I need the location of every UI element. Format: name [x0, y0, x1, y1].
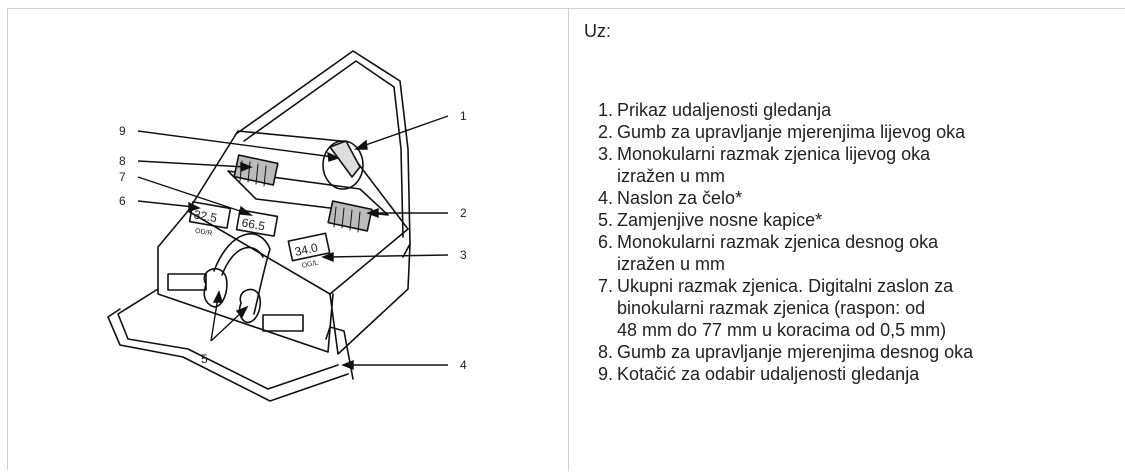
left-eye-display: 34.0 — [293, 240, 319, 259]
forehead-rest — [235, 50, 411, 258]
legend-cell: Uz: 1.Prikaz udaljenosti gledanja 2.Gumb… — [570, 9, 1125, 471]
callout-7: 7 — [119, 170, 126, 184]
legend-item: 4.Naslon za čelo* — [597, 188, 743, 208]
left-eye-display-label: OG/L — [301, 259, 319, 269]
legend-item: 3.Monokularni razmak zjenica lijevog oka… — [597, 144, 931, 186]
total-distance-display: 66.5 — [241, 215, 267, 233]
legend-item: 2.Gumb za upravljanje mjerenjima lijevog… — [597, 122, 966, 142]
content-table: 32.5 OD/R 66.5 34.0 OG/L — [7, 8, 1125, 471]
nose-cap-right — [203, 267, 228, 308]
device-body — [187, 130, 409, 295]
legend-item: 6.Monokularni razmak zjenica desnog oka … — [597, 232, 939, 274]
callout-5: 5 — [201, 352, 208, 366]
distance-dial — [322, 140, 364, 190]
legend-item: 5.Zamjenjive nosne kapice* — [597, 210, 823, 230]
legend-list: 1.Prikaz udaljenosti gledanja 2.Gumb za … — [583, 99, 973, 385]
pupillometer-illustration: 32.5 OD/R 66.5 34.0 OG/L — [107, 50, 467, 402]
legend-item: 7.Ukupni razmak zjenica. Digitalni zaslo… — [597, 276, 954, 340]
callout-8: 8 — [119, 154, 126, 168]
callout-4: 4 — [460, 358, 467, 372]
callout-6: 6 — [119, 194, 126, 208]
callout-3: 3 — [460, 248, 467, 262]
legend-heading: Uz: — [584, 21, 611, 41]
callout-2: 2 — [460, 206, 467, 220]
nose-cap-left — [238, 288, 262, 324]
right-eye-display: 32.5 — [193, 207, 219, 225]
right-eye-display-label: OD/R — [194, 228, 212, 238]
legend-item: 1.Prikaz udaljenosti gledanja — [597, 100, 832, 120]
left-eye-knob — [327, 200, 373, 232]
legend-item: 8.Gumb za upravljanje mjerenjima desnog … — [597, 342, 974, 362]
figure-cell: 32.5 OD/R 66.5 34.0 OG/L — [8, 9, 569, 471]
callout-1: 1 — [460, 109, 467, 123]
legend-item: 9.Kotačić za odabir udaljenosti gledanja — [597, 364, 920, 384]
callout-9: 9 — [119, 124, 126, 138]
